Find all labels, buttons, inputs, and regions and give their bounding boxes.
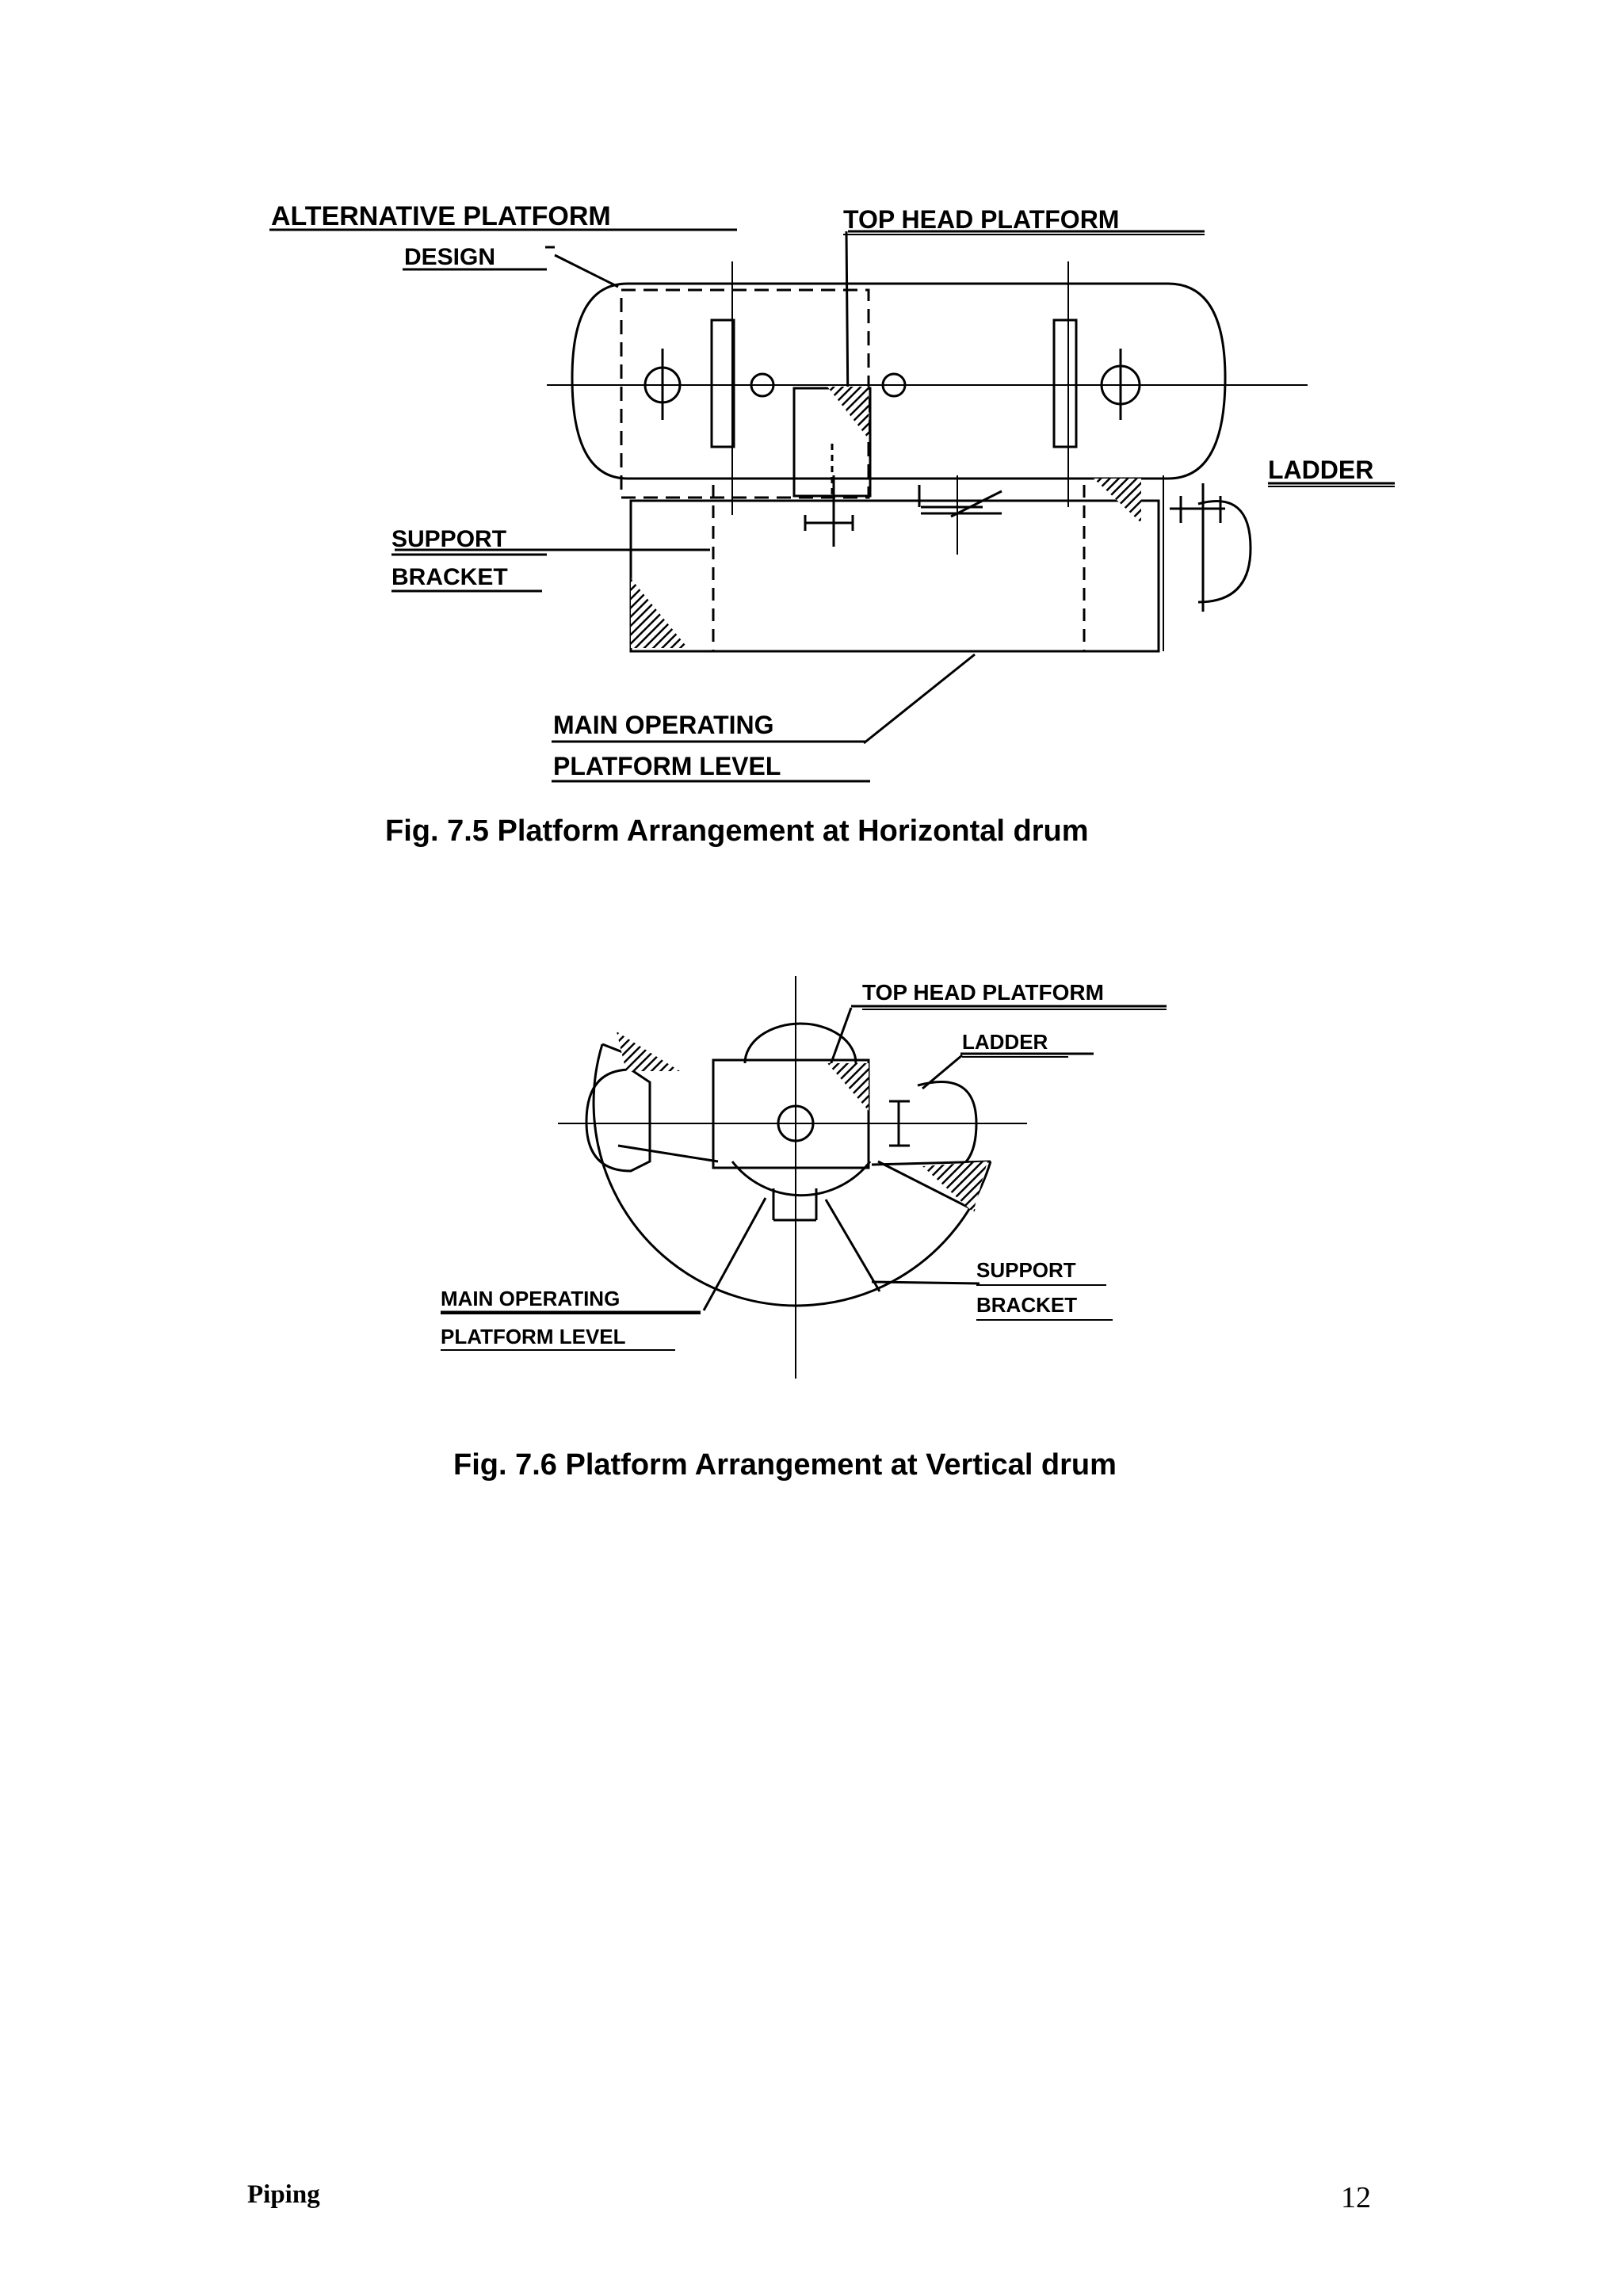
support-label: SUPPORT bbox=[391, 526, 506, 552]
main-operating-platform-arc bbox=[592, 1043, 992, 1307]
platform-level-label-2: PLATFORM LEVEL bbox=[441, 1325, 626, 1348]
horizontal-drum-outline bbox=[571, 282, 1227, 480]
figure-7-5-caption: Fig. 7.5 Platform Arrangement at Horizon… bbox=[385, 814, 1089, 848]
main-operating-platform-outline bbox=[629, 499, 1160, 653]
figure1-labels: ALTERNATIVE PLATFORM DESIGN TOP HEAD PLA… bbox=[271, 201, 1373, 780]
design-label: DESIGN bbox=[404, 244, 495, 270]
ladder-outline bbox=[1197, 500, 1252, 604]
figure-7-6-caption: Fig. 7.6 Platform Arrangement at Vertica… bbox=[453, 1448, 1117, 1482]
figure-horizontal-drum: ALTERNATIVE PLATFORM DESIGN TOP HEAD PLA… bbox=[269, 201, 1395, 783]
footer-section-title: Piping bbox=[247, 2180, 320, 2209]
main-operating-label: MAIN OPERATING bbox=[553, 711, 774, 739]
bracket-label: BRACKET bbox=[391, 564, 508, 590]
top-head-platform-square bbox=[712, 1058, 870, 1169]
ladder-label: LADDER bbox=[1268, 456, 1373, 484]
figure-vertical-drum: TOP HEAD PLATFORM LADDER MAIN OPERATING … bbox=[441, 976, 1167, 1379]
page-number: 12 bbox=[1341, 2181, 1371, 2214]
bracket-label-2: BRACKET bbox=[976, 1293, 1077, 1317]
main-operating-label-2: MAIN OPERATING bbox=[441, 1287, 620, 1310]
top-head-platform-label: TOP HEAD PLATFORM bbox=[843, 205, 1119, 234]
figure2-labels: TOP HEAD PLATFORM LADDER MAIN OPERATING … bbox=[441, 980, 1104, 1348]
support-label-2: SUPPORT bbox=[976, 1258, 1076, 1282]
alternative-platform-label: ALTERNATIVE PLATFORM bbox=[271, 201, 611, 231]
ladder-label-2: LADDER bbox=[962, 1030, 1048, 1054]
platform-level-label: PLATFORM LEVEL bbox=[553, 752, 781, 780]
top-head-platform-label-2: TOP HEAD PLATFORM bbox=[862, 980, 1104, 1005]
alternative-platform-outline bbox=[620, 288, 870, 499]
